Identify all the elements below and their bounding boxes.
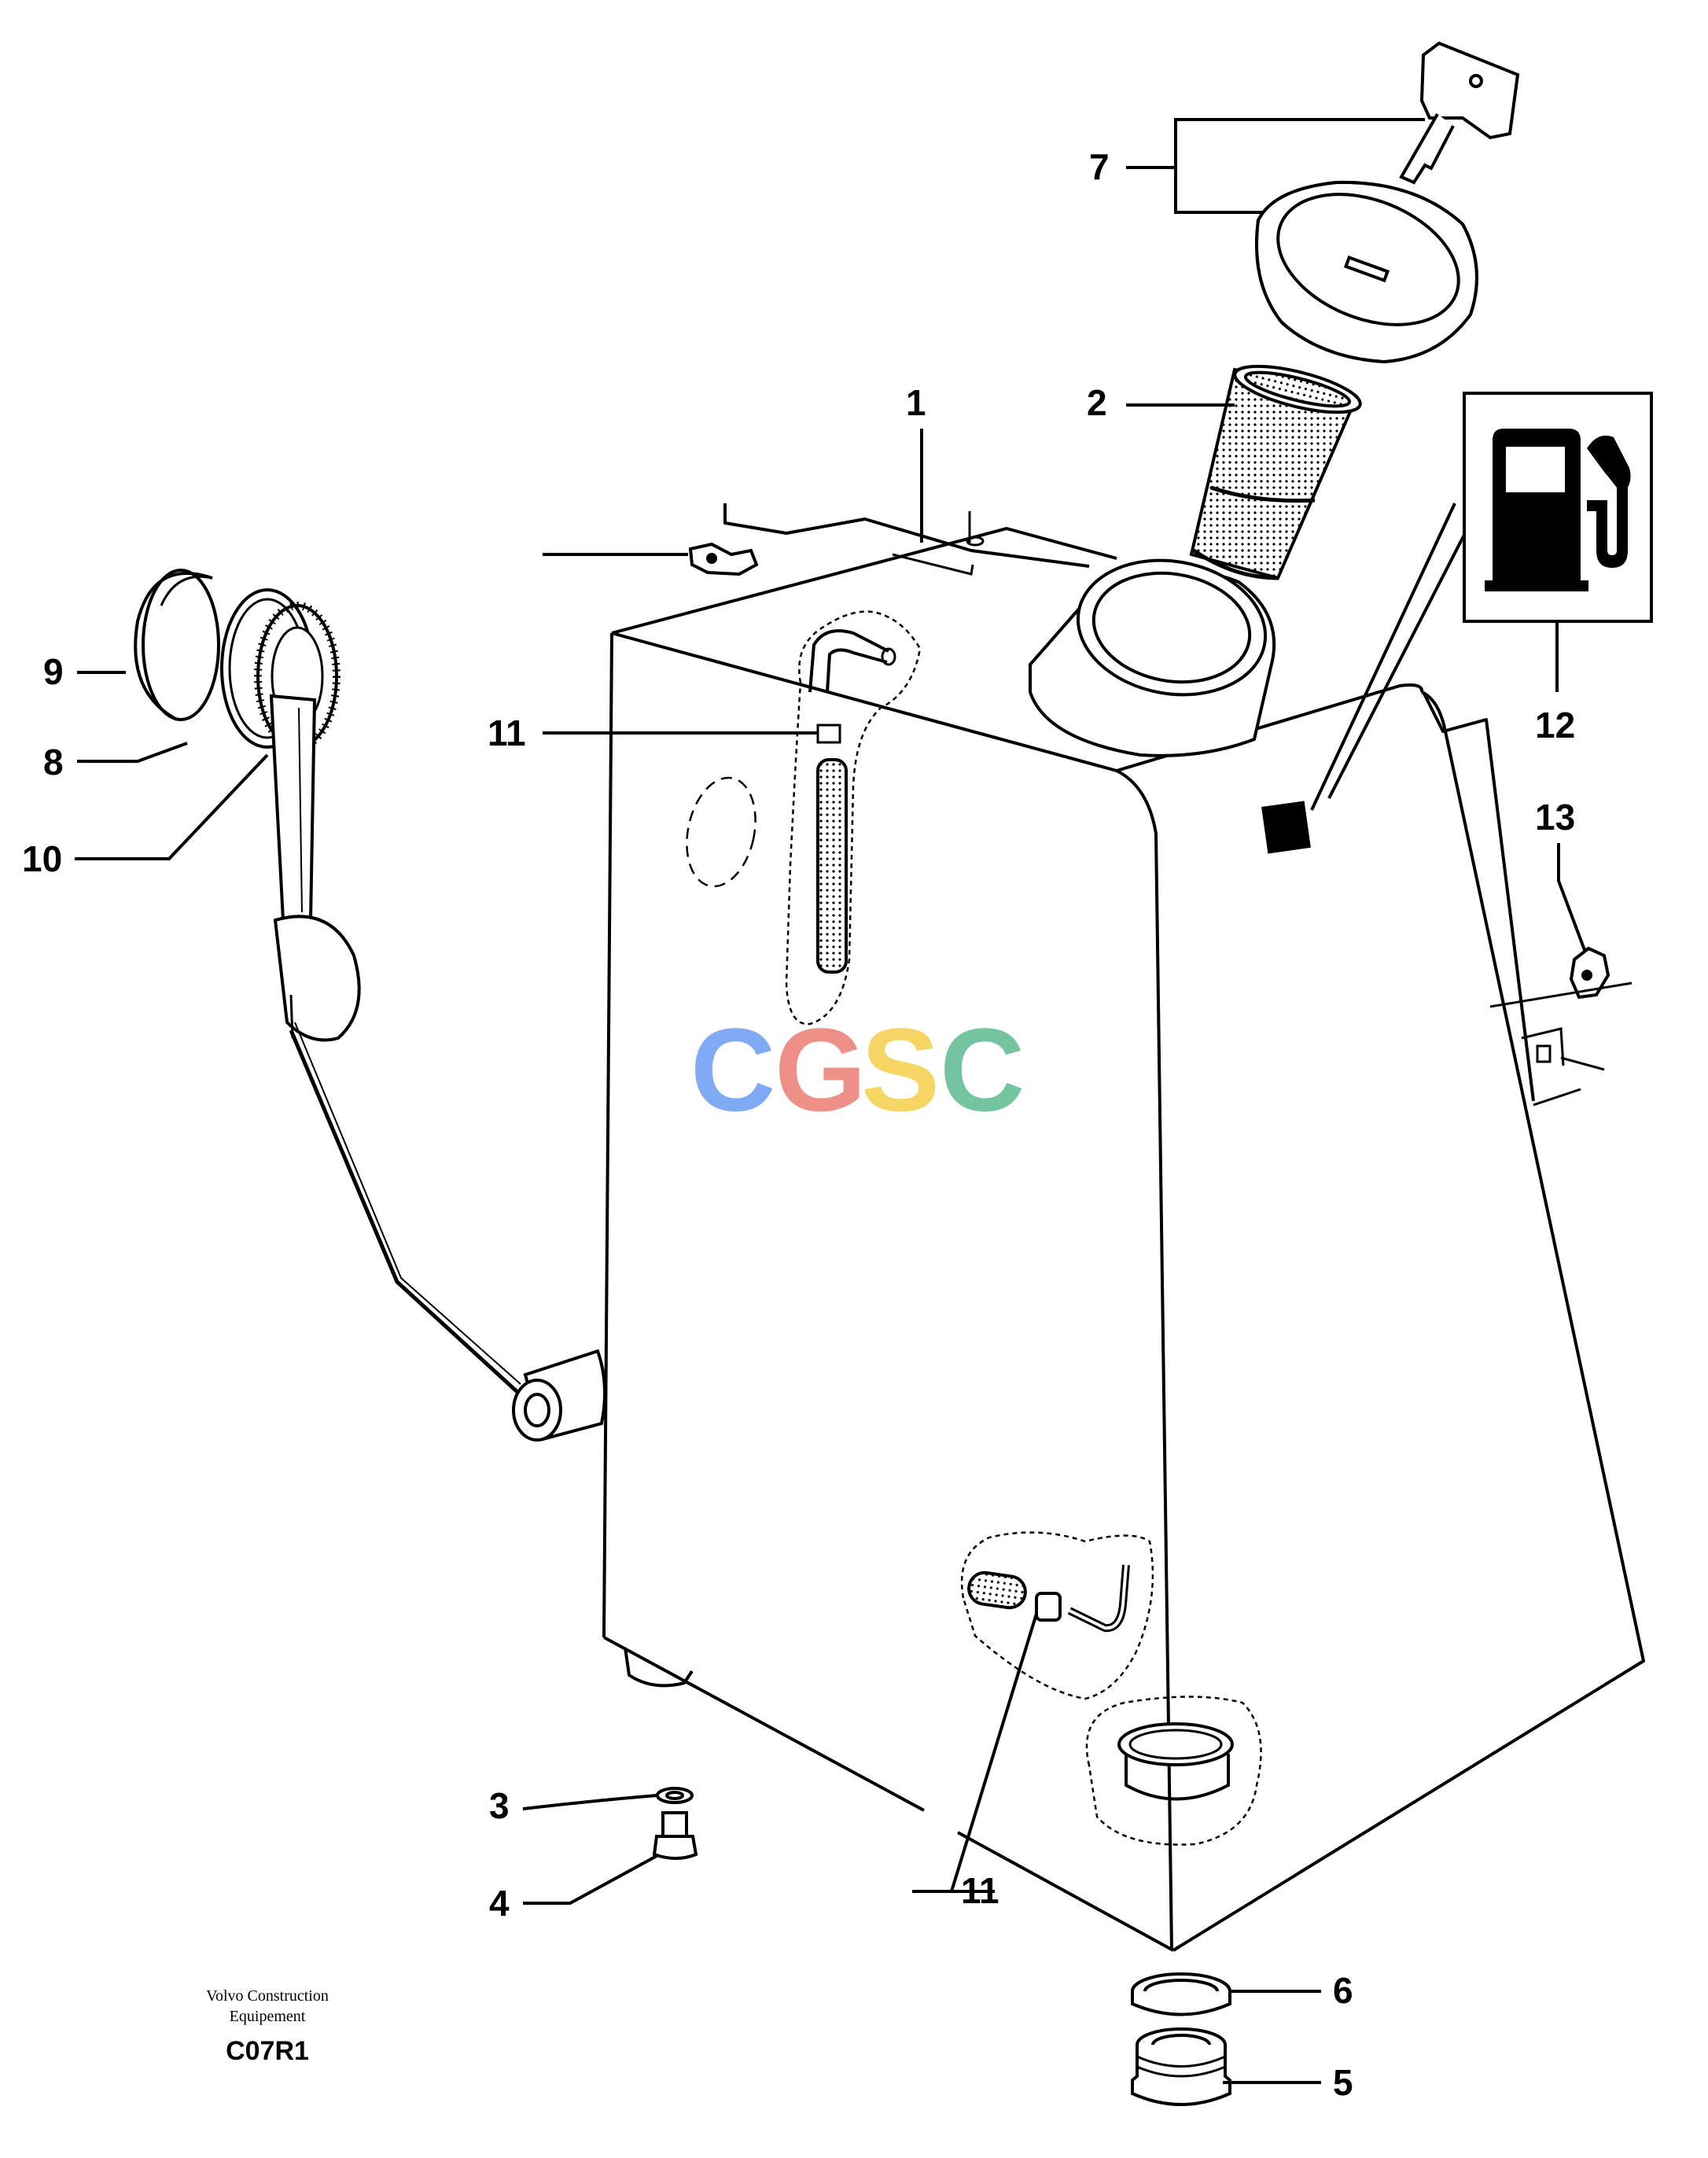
callout-1: 1 [906,382,926,423]
leader-lines [75,118,1586,2084]
callout-3: 3 [489,1785,510,1826]
callout-13: 13 [1535,797,1575,838]
top-bracket [892,511,985,576]
sight-glass-tube [785,610,922,1026]
lower-fuel-pipe [960,1531,1154,1700]
drawing-footer: Volvo Construction Equipement C07R1 [165,1986,370,2067]
key-icon [1399,41,1520,185]
filler-neck [1029,558,1276,757]
callout-7: 7 [1089,146,1110,187]
fuel-label-plate [1261,801,1311,854]
mounting-clip-right [1489,946,1633,1107]
bottom-union-icon [1131,1972,1231,2106]
callout-11-top: 11 [488,713,526,753]
watermark-letter-g: G [775,1004,867,1136]
callout-2: 2 [1087,382,1107,423]
watermark-letter-c2: C [940,1004,1025,1136]
dashed-port-outline [686,776,756,888]
callout-4: 4 [489,1883,510,1924]
strainer-icon [1189,364,1362,580]
filler-cap-icon [1255,180,1478,364]
watermark-letter-s: S [861,1004,940,1136]
callout-11-bottom: 11 [961,1870,999,1911]
callout-8: 8 [43,742,64,783]
callout-12: 12 [1535,705,1575,746]
callout-10: 10 [22,838,62,879]
watermark-letter-c1: C [690,1004,775,1136]
watermark-logo: C G S C [690,1004,1025,1136]
org-name-line1: Volvo Construction [206,1987,329,2005]
drain-boss [1085,1696,1262,1846]
callout-9: 9 [43,651,64,692]
drawing-code: C07R1 [226,2036,309,2066]
mounting-clip-left [688,542,759,576]
fuel-pump-icon [1463,392,1653,623]
drain-plug-icon [652,1787,698,1860]
callout-6: 6 [1333,1970,1353,2011]
callout-5: 5 [1333,2062,1353,2103]
fuel-gauge-sender-icon [134,569,606,1442]
org-name-line2: Equipement [229,2008,306,2025]
fuel-tank [602,503,1645,1952]
